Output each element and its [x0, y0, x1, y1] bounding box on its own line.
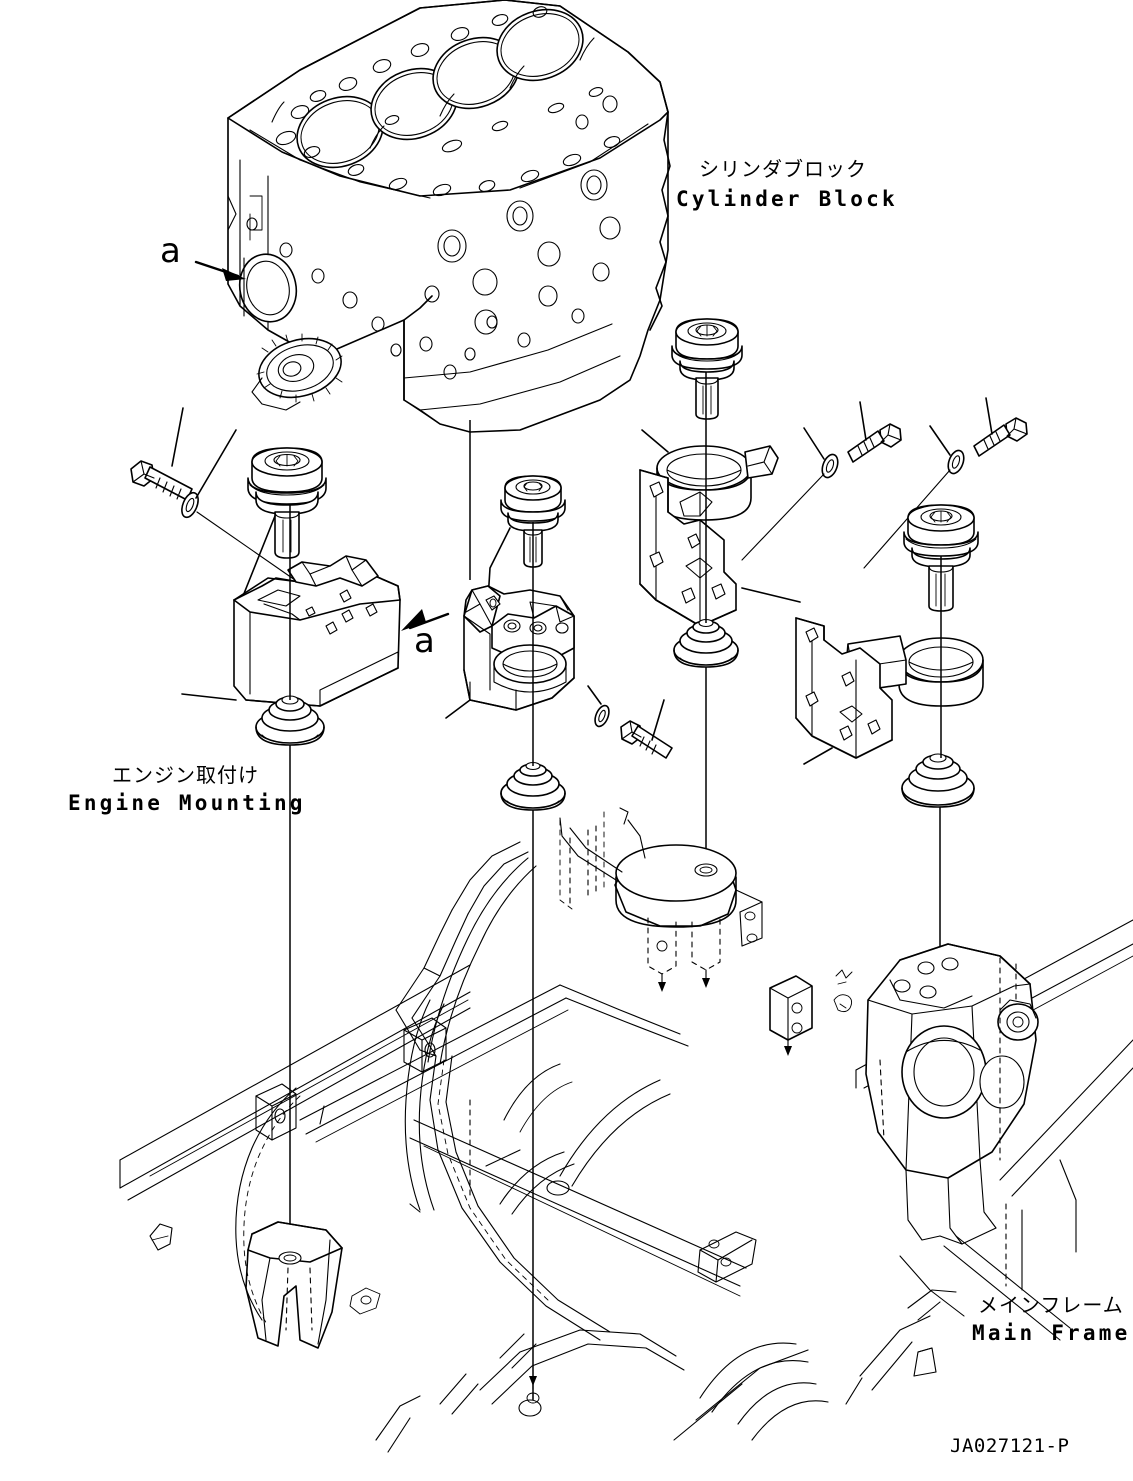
cylinder-block-label-en: Cylinder Block	[676, 187, 898, 211]
frame-bottom-details	[479, 1289, 957, 1441]
frame-mount-pad-center	[559, 817, 763, 992]
frame-hose-curve	[235, 857, 537, 1327]
frame-deck-plate	[409, 1119, 757, 1297]
label-engine-mounting: エンジン取付け Engine Mounting	[68, 763, 306, 815]
isolator-lower-left	[255, 695, 325, 746]
callout-a-left: a	[160, 231, 246, 281]
frame-rail-tabs	[255, 1017, 447, 1141]
engine-mounting-label-jp: エンジン取付け	[112, 763, 259, 787]
plain-washer	[594, 704, 610, 728]
label-cylinder-block: シリンダブロック Cylinder Block	[676, 157, 898, 211]
fastener-group-center	[587, 685, 673, 759]
hex-head-bolt	[973, 417, 1028, 457]
isolator-upper-right-rear	[671, 318, 743, 420]
callout-a-left-text: a	[160, 231, 181, 271]
drawing-number: JA027121-P	[950, 1435, 1069, 1457]
callout-a-right-text: a	[414, 621, 435, 661]
frame-center-web	[395, 841, 671, 1341]
plain-washer	[821, 453, 839, 479]
callout-a-right: a	[401, 609, 450, 661]
hex-head-bolt	[847, 423, 902, 463]
rubber-mount-isolator	[247, 447, 327, 559]
main-frame-label-jp: メインフレーム	[978, 1293, 1124, 1317]
crank-gear	[251, 333, 343, 411]
isolator-lower-center	[500, 761, 566, 811]
isolator-lower-mid	[673, 618, 739, 668]
isolator-lower-right	[901, 753, 975, 808]
frame-detail-marks	[833, 969, 853, 1013]
hex-head-bolt	[620, 720, 673, 759]
main-frame-assembly	[119, 807, 1133, 1453]
frame-lower-left-tabs	[149, 1105, 537, 1453]
cylinder-block-label-jp: シリンダブロック	[699, 157, 867, 181]
label-main-frame: メインフレーム Main Frame	[972, 1293, 1130, 1345]
frame-mid-left-post	[404, 999, 575, 1215]
fastener-group-right	[741, 397, 1028, 569]
hex-head-bolt	[130, 460, 193, 501]
frame-mount-pad-left	[245, 1221, 381, 1349]
engine-mounting-label-en: Engine Mounting	[68, 791, 306, 815]
frame-hidden-outline	[559, 807, 629, 913]
bracket-left	[181, 555, 401, 707]
bracket-rear-right	[639, 429, 801, 627]
isolator-upper-left	[242, 447, 327, 597]
plain-washer	[947, 449, 965, 475]
fastener-group-left	[130, 407, 319, 597]
frame-pad-block	[769, 975, 813, 1056]
cylinder-block-assembly	[227, 0, 671, 433]
plain-washer	[181, 491, 199, 519]
frame-right-panel	[899, 1039, 1133, 1341]
main-frame-label-en: Main Frame	[972, 1321, 1130, 1345]
frame-right-casting	[865, 943, 1039, 1245]
frame-left-rail	[119, 964, 471, 1201]
rubber-mount-isolator	[671, 318, 743, 420]
